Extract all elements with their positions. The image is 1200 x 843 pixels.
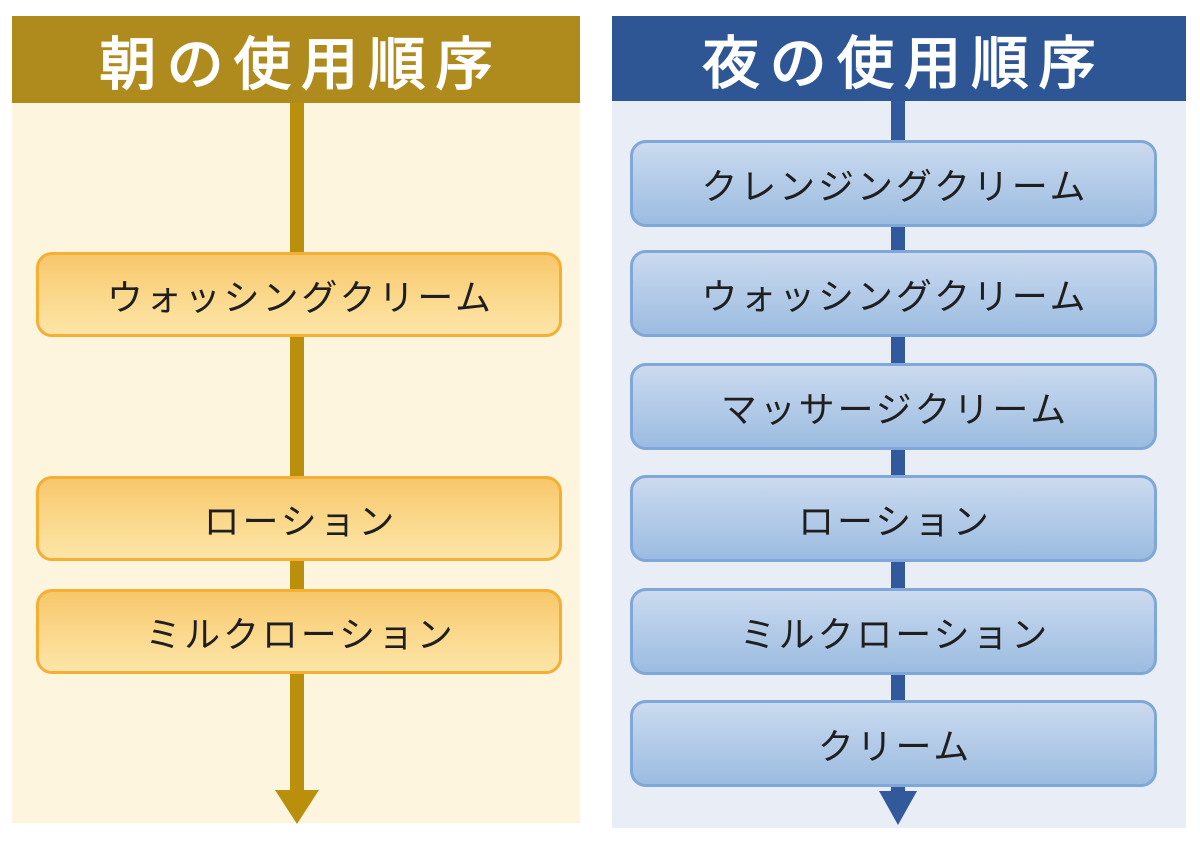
morning-step-milk-lotion: ミルクローション [36, 589, 562, 674]
night-down-arrow-icon [879, 791, 917, 825]
night-step-cream: クリーム [630, 700, 1157, 787]
morning-panel-title: 朝の使用順序 [12, 16, 580, 103]
morning-down-arrow-icon [275, 790, 319, 824]
night-step-milk-lotion: ミルクローション [630, 588, 1157, 675]
night-step-cleansing-cream: クレンジングクリーム [630, 140, 1157, 227]
night-step-lotion: ローション [630, 475, 1157, 562]
night-step-massage-cream: マッサージクリーム [630, 363, 1157, 450]
night-panel-title: 夜の使用順序 [612, 16, 1186, 101]
night-step-washing-cream: ウォッシングクリーム [630, 250, 1157, 337]
morning-flow-line [290, 103, 304, 791]
morning-step-lotion: ローション [36, 476, 562, 561]
morning-step-washing-cream: ウォッシングクリーム [36, 252, 562, 337]
